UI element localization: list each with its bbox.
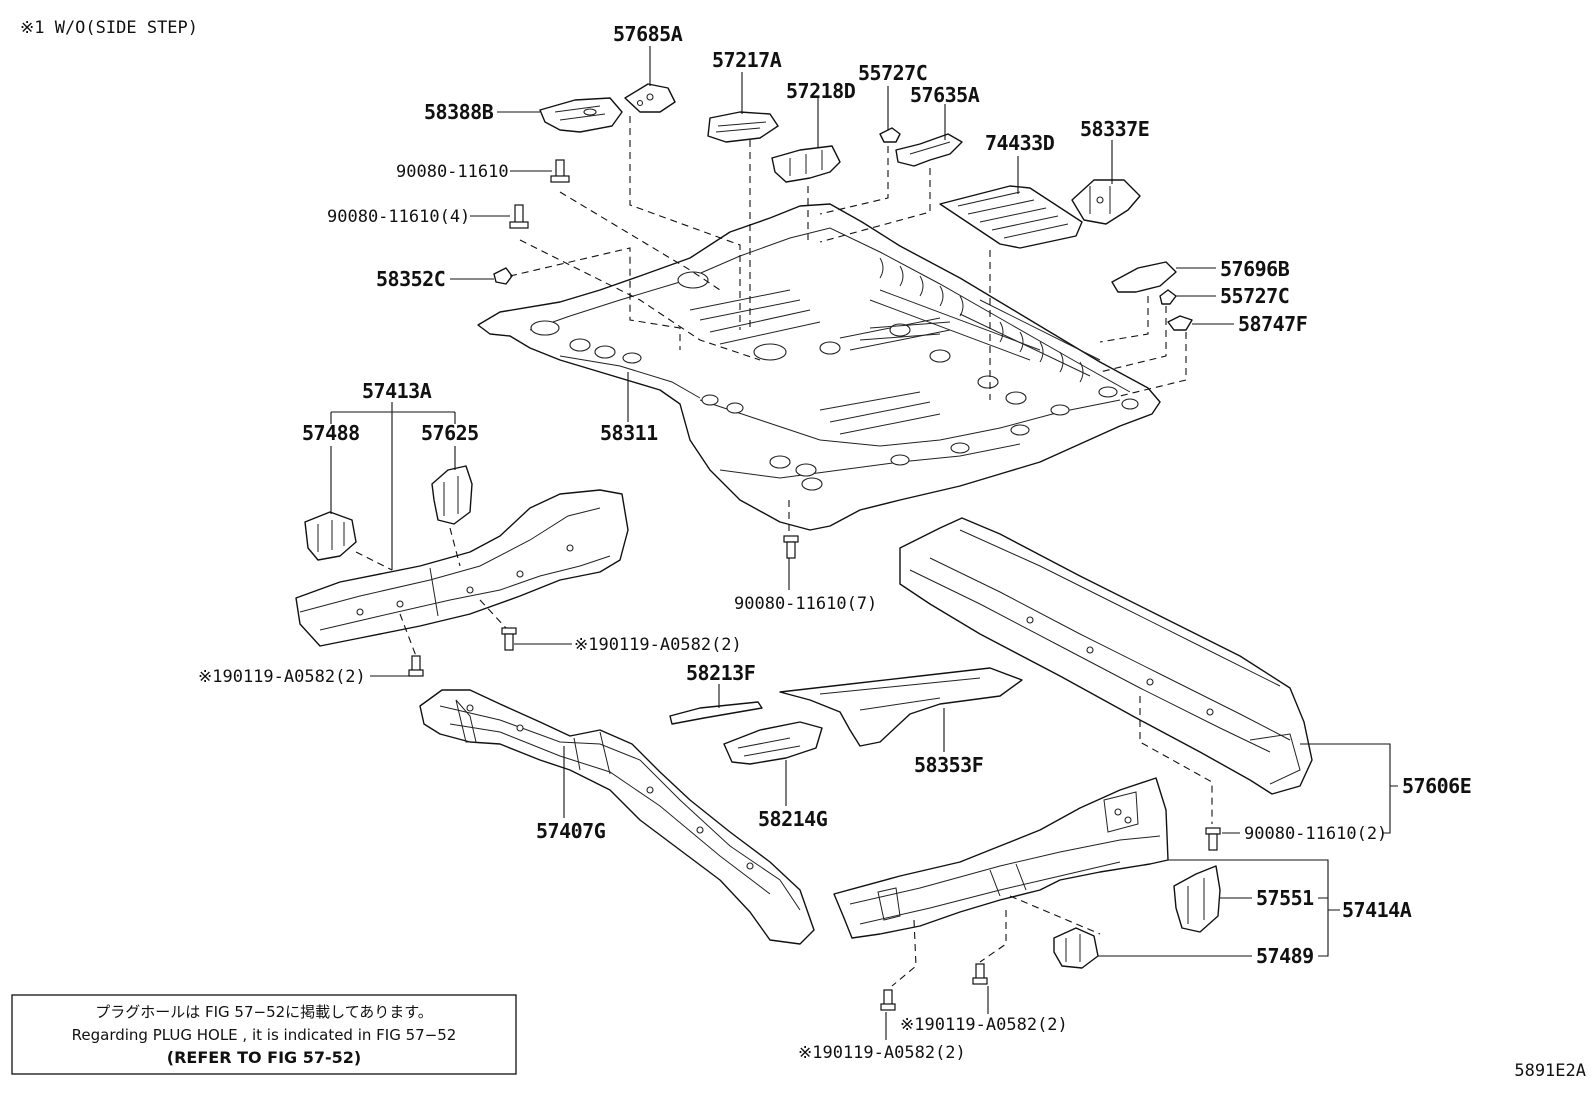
dashed-lines bbox=[355, 116, 1213, 987]
figure-code: 5891E2A bbox=[1514, 1061, 1586, 1081]
part-labels: 57685A 57217A 55727C 57218D 57635A 58388… bbox=[198, 22, 1472, 1063]
part-55727C-top[interactable] bbox=[879, 127, 901, 143]
leader-lines bbox=[330, 46, 1398, 1040]
label-57488[interactable]: 57488 bbox=[302, 421, 360, 445]
notice-line-2: Regarding PLUG HOLE , it is indicated in… bbox=[72, 1026, 457, 1044]
part-58352C[interactable] bbox=[493, 267, 513, 285]
part-57218D[interactable] bbox=[771, 145, 841, 183]
part-57685A[interactable] bbox=[624, 83, 676, 113]
bolt-90080-11610-2[interactable] bbox=[1205, 827, 1221, 851]
label-57696B[interactable]: 57696B bbox=[1220, 257, 1290, 281]
part-58353F[interactable] bbox=[779, 667, 1023, 747]
bolt-90080-11610-top[interactable] bbox=[550, 159, 570, 183]
label-55727C-top[interactable]: 55727C bbox=[858, 61, 928, 85]
bolt-190119-c[interactable] bbox=[972, 963, 988, 985]
part-55727C-right[interactable] bbox=[1159, 289, 1177, 305]
label-58337E[interactable]: 58337E bbox=[1080, 117, 1150, 141]
label-190119-a[interactable]: ※190119-A0582(2) bbox=[574, 635, 742, 655]
label-90080-11610-7[interactable]: 90080-11610(7) bbox=[734, 594, 877, 614]
label-90080-11610[interactable]: 90080-11610 bbox=[396, 162, 509, 182]
part-57414A[interactable] bbox=[833, 777, 1169, 939]
label-58311[interactable]: 58311 bbox=[600, 421, 659, 445]
label-74433D[interactable]: 74433D bbox=[985, 131, 1055, 155]
part-57217A[interactable] bbox=[707, 111, 779, 143]
label-58353F[interactable]: 58353F bbox=[914, 753, 984, 777]
label-55727C-right[interactable]: 55727C bbox=[1220, 284, 1290, 308]
part-58337E[interactable] bbox=[1071, 179, 1141, 225]
part-58388B[interactable] bbox=[539, 97, 623, 133]
label-57407G[interactable]: 57407G bbox=[536, 819, 606, 843]
label-57625[interactable]: 57625 bbox=[421, 421, 479, 445]
label-57606E[interactable]: 57606E bbox=[1402, 774, 1472, 798]
label-58388B[interactable]: 58388B bbox=[424, 100, 494, 124]
label-57414A[interactable]: 57414A bbox=[1342, 898, 1412, 922]
label-90080-11610-2[interactable]: 90080-11610(2) bbox=[1244, 824, 1387, 844]
label-190119-b[interactable]: ※190119-A0582(2) bbox=[198, 667, 366, 687]
header-note: ※1 W/O(SIDE STEP) bbox=[20, 18, 198, 38]
label-90080-11610-4[interactable]: 90080-11610(4) bbox=[327, 207, 470, 227]
label-57635A[interactable]: 57635A bbox=[910, 83, 980, 107]
label-58213F[interactable]: 58213F bbox=[686, 661, 756, 685]
label-57551[interactable]: 57551 bbox=[1256, 886, 1315, 910]
bolt-90080-11610-4[interactable] bbox=[509, 204, 529, 229]
part-58213F[interactable] bbox=[669, 701, 763, 725]
bolt-190119-b[interactable] bbox=[408, 655, 424, 677]
label-57489[interactable]: 57489 bbox=[1256, 944, 1314, 968]
part-58747F[interactable] bbox=[1167, 315, 1193, 331]
part-57488[interactable] bbox=[304, 511, 357, 561]
label-190119-d[interactable]: ※190119-A0582(2) bbox=[798, 1043, 966, 1063]
bolt-190119-a[interactable] bbox=[501, 627, 517, 651]
part-74433D[interactable] bbox=[939, 185, 1083, 249]
part-57696B[interactable] bbox=[1111, 261, 1177, 293]
part-57551[interactable] bbox=[1173, 865, 1221, 933]
label-58214G[interactable]: 58214G bbox=[758, 807, 828, 831]
part-57407G[interactable] bbox=[419, 689, 815, 945]
part-57489[interactable] bbox=[1053, 927, 1099, 969]
label-190119-c[interactable]: ※190119-A0582(2) bbox=[900, 1015, 1068, 1035]
floor-pan-58311[interactable] bbox=[477, 203, 1161, 531]
notice-line-3: (REFER TO FIG 57-52) bbox=[167, 1048, 361, 1067]
bolt-190119-d[interactable] bbox=[880, 989, 896, 1011]
bolt-90080-11610-7[interactable] bbox=[783, 535, 799, 559]
label-57413A[interactable]: 57413A bbox=[362, 379, 432, 403]
notice-line-1: プラグホールは FIG 57−52に掲載してあります。 bbox=[95, 1003, 433, 1021]
label-58747F[interactable]: 58747F bbox=[1238, 312, 1308, 336]
rocker-57413A[interactable] bbox=[295, 489, 629, 647]
rocker-57606E[interactable] bbox=[899, 517, 1313, 795]
part-57635A[interactable] bbox=[895, 133, 963, 167]
notice-box: プラグホールは FIG 57−52に掲載してあります。 Regarding PL… bbox=[11, 994, 517, 1075]
label-57685A[interactable]: 57685A bbox=[613, 22, 683, 46]
part-58214G[interactable] bbox=[723, 721, 823, 765]
label-57218D[interactable]: 57218D bbox=[786, 79, 856, 103]
label-57217A[interactable]: 57217A bbox=[712, 48, 782, 72]
part-57625[interactable] bbox=[431, 465, 473, 525]
label-58352C[interactable]: 58352C bbox=[376, 267, 446, 291]
